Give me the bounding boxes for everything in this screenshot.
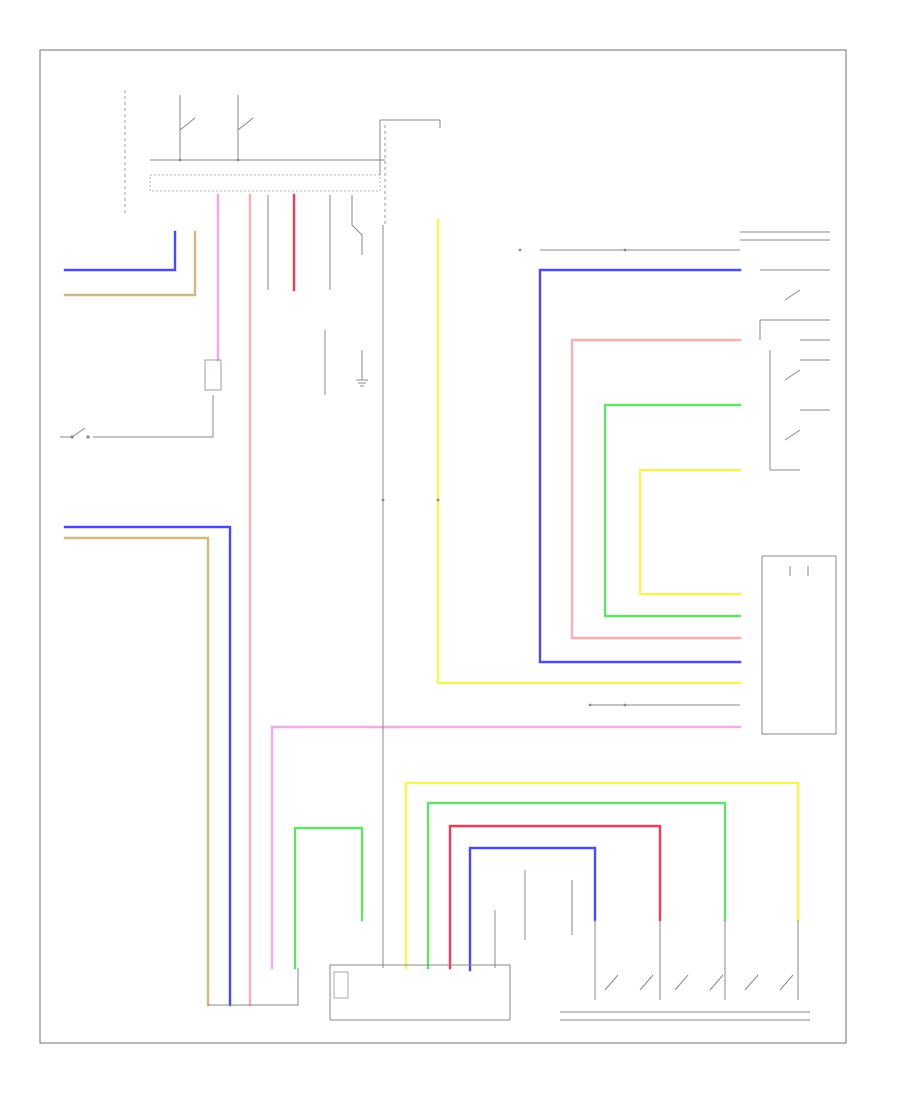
wire-blue-2	[63, 525, 232, 1007]
wire-gray-9	[351, 195, 363, 255]
pink-wires	[216, 193, 742, 970]
wire-tan-2	[63, 536, 210, 1007]
right-connector-block	[761, 555, 837, 735]
fuse-box	[149, 174, 381, 192]
wire-blue-1	[63, 230, 177, 272]
green-wires	[293, 403, 742, 970]
blue-wires	[63, 230, 742, 1007]
wire-yellow-3	[404, 781, 800, 970]
yellow-wires	[404, 218, 800, 970]
wire-green-1	[603, 403, 742, 618]
wire-yellow-2	[638, 468, 742, 596]
wire-pink-2	[270, 725, 742, 970]
wire-tan-1	[63, 230, 197, 297]
wire-green-3	[426, 801, 727, 970]
wire-blue-4	[468, 846, 597, 972]
wire-gray-2	[93, 395, 214, 438]
bottom-connector-block	[329, 964, 511, 1021]
left-switch	[60, 359, 222, 439]
wire-red-2	[448, 824, 662, 970]
red-wires	[248, 193, 742, 1007]
wire-salmon-2	[570, 338, 742, 640]
wire-gray-3	[208, 968, 299, 1006]
wire-yellow-1	[436, 218, 742, 685]
right-switch-assembly-upper	[759, 269, 830, 471]
diagram-frame	[39, 49, 847, 1044]
wire-green-2	[293, 826, 364, 970]
tan-wires	[63, 230, 210, 1007]
connector-pins	[178, 158, 627, 707]
ground-icon	[356, 379, 368, 387]
gray-wires	[93, 195, 830, 1006]
wire-blue-3	[538, 268, 742, 664]
bottom-right-switches	[560, 880, 810, 1021]
fuse-block-area	[124, 90, 441, 225]
